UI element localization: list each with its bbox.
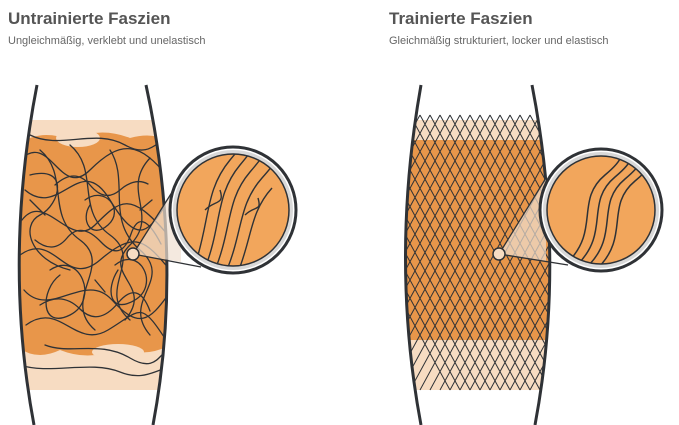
zoom-point [493, 248, 505, 260]
untrained-magnified-detail [170, 130, 296, 273]
trained-magnified-detail [540, 140, 662, 271]
zoom-point [127, 248, 139, 260]
